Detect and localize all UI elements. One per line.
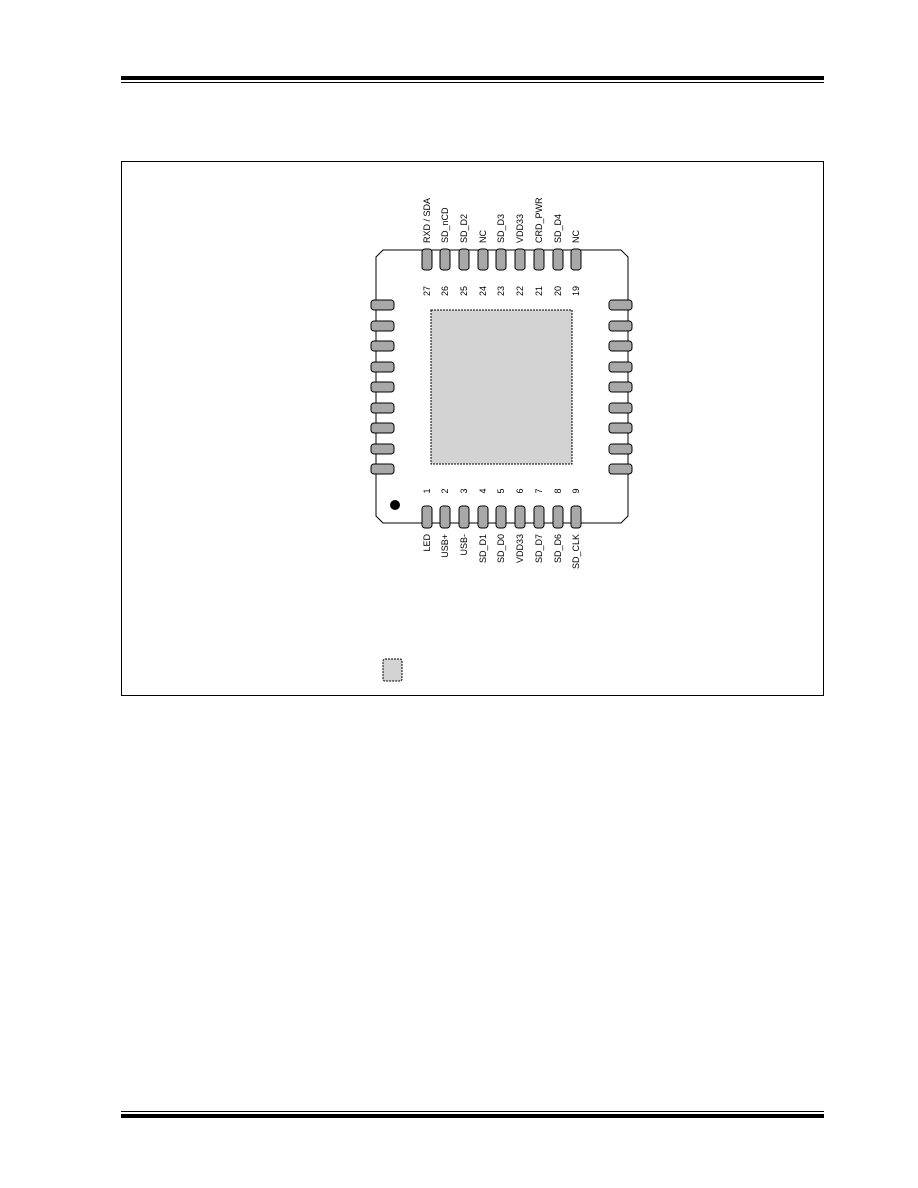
- top-pin-name-19: NC: [571, 230, 581, 243]
- left-pad: [370, 381, 395, 393]
- bottom-pin-number-8: 8: [553, 488, 563, 493]
- left-pad: [370, 463, 395, 475]
- top-pin-number-25: 25: [459, 286, 469, 296]
- bottom-pin-name-8: SD_D6: [553, 534, 563, 563]
- right-pad: [608, 361, 633, 373]
- left-pad: [370, 361, 395, 373]
- bottom-pin-name-9: SD_CLK: [571, 534, 581, 569]
- bottom-pad-3: [458, 505, 470, 529]
- bottom-pad-8: [552, 505, 564, 529]
- bottom-pin-number-2: 2: [440, 488, 450, 493]
- exposed-pad: [430, 309, 573, 465]
- bottom-pad-7: [533, 505, 545, 529]
- footer-rule-thick: [121, 1114, 824, 1118]
- bottom-pin-number-1: 1: [422, 488, 432, 493]
- top-pin-number-22: 22: [515, 286, 525, 296]
- top-pin-number-26: 26: [440, 286, 450, 296]
- top-pin-name-23: SD_D3: [496, 214, 506, 243]
- header-rule-thick: [121, 76, 824, 80]
- top-pad-22: [514, 248, 526, 271]
- top-pin-name-25: SD_D2: [459, 214, 469, 243]
- right-pad: [608, 320, 633, 332]
- bottom-pin-name-7: SD_D7: [534, 534, 544, 563]
- bottom-pin-number-5: 5: [496, 488, 506, 493]
- top-pad-21: [533, 248, 545, 271]
- header-rule-thin: [121, 82, 824, 83]
- right-pad: [608, 299, 633, 311]
- top-pin-number-20: 20: [553, 286, 563, 296]
- bottom-pin-number-7: 7: [534, 488, 544, 493]
- top-pin-number-27: 27: [422, 286, 432, 296]
- bottom-pad-6: [514, 505, 526, 529]
- bottom-pin-name-6: VDD33: [515, 534, 525, 563]
- pin1-marker-dot: [390, 500, 400, 510]
- top-pad-27: [421, 248, 433, 271]
- bottom-pad-9: [570, 505, 582, 529]
- top-pin-number-19: 19: [571, 286, 581, 296]
- top-pin-number-21: 21: [534, 286, 544, 296]
- top-pad-26: [439, 248, 451, 271]
- bottom-pad-5: [495, 505, 507, 529]
- bottom-pin-name-1: LED: [422, 534, 432, 552]
- top-pad-23: [495, 248, 507, 271]
- right-pad: [608, 422, 633, 434]
- legend-swatch: [382, 658, 403, 682]
- top-pin-number-24: 24: [478, 286, 488, 296]
- bottom-pin-number-4: 4: [478, 488, 488, 493]
- left-pad: [370, 443, 395, 455]
- right-pad: [608, 463, 633, 475]
- top-pin-number-23: 23: [496, 286, 506, 296]
- left-pad: [370, 340, 395, 352]
- top-pad-19: [570, 248, 582, 271]
- top-pin-name-26: SD_nCD: [440, 207, 450, 243]
- bottom-pin-name-3: USB-: [459, 534, 469, 556]
- right-pad: [608, 381, 633, 393]
- left-pad: [370, 422, 395, 434]
- top-pin-name-27: RXD / SDA: [422, 198, 432, 243]
- left-pad: [370, 402, 395, 414]
- right-pad: [608, 340, 633, 352]
- left-pad: [370, 320, 395, 332]
- top-pin-name-22: VDD33: [515, 214, 525, 243]
- top-pad-24: [477, 248, 489, 271]
- footer-rule-thin: [121, 1111, 824, 1112]
- bottom-pin-number-9: 9: [571, 488, 581, 493]
- bottom-pin-name-4: SD_D1: [478, 534, 488, 563]
- bottom-pad-1: [421, 505, 433, 529]
- bottom-pin-name-5: SD_D0: [496, 534, 506, 563]
- top-pin-name-21: CRD_PWR: [534, 197, 544, 243]
- bottom-pin-number-6: 6: [515, 488, 525, 493]
- top-pad-20: [552, 248, 564, 271]
- bottom-pad-2: [439, 505, 451, 529]
- right-pad: [608, 402, 633, 414]
- bottom-pin-name-2: USB+: [440, 534, 450, 558]
- right-pad: [608, 443, 633, 455]
- bottom-pin-number-3: 3: [459, 488, 469, 493]
- left-pad: [370, 299, 395, 311]
- bottom-pad-4: [477, 505, 489, 529]
- figure-frame: [121, 161, 824, 696]
- top-pin-name-24: NC: [478, 230, 488, 243]
- top-pad-25: [458, 248, 470, 271]
- top-pin-name-20: SD_D4: [553, 214, 563, 243]
